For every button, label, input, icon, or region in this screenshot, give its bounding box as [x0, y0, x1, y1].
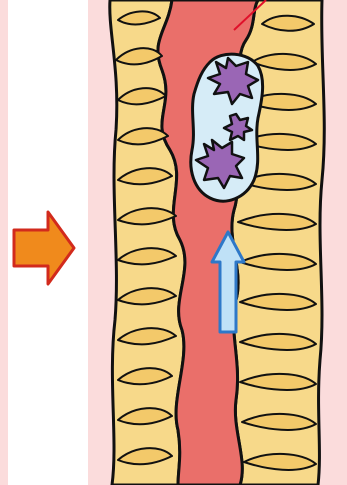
- right-arrow-icon: [14, 212, 74, 284]
- left-tissue-strip: [0, 0, 8, 485]
